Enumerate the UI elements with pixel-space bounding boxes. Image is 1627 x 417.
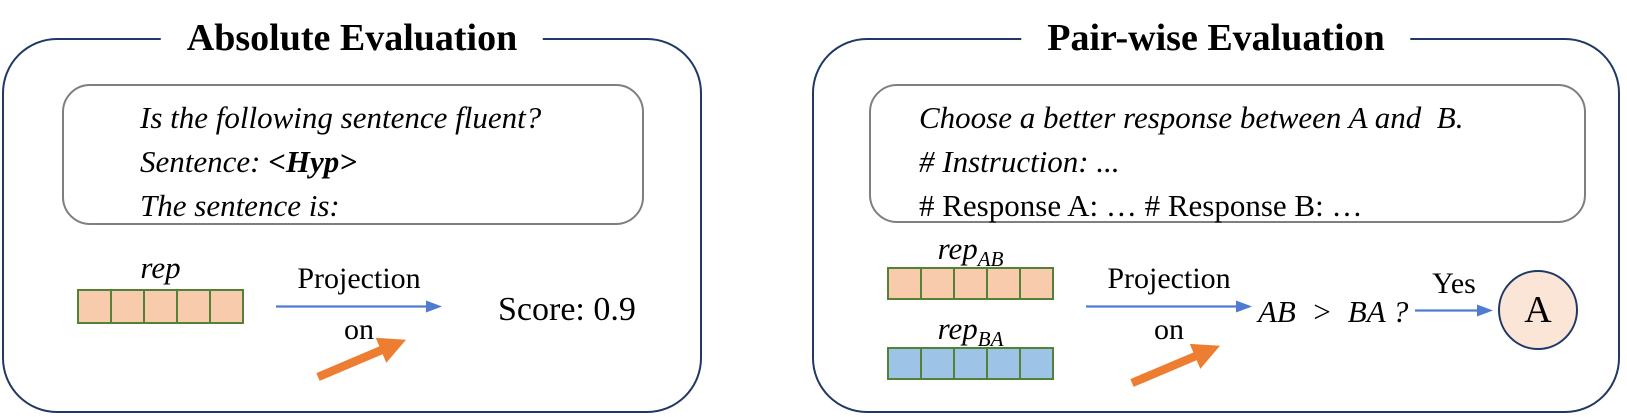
- projection-arrow-icon: [276, 300, 442, 313]
- vector-cell: [920, 267, 955, 300]
- prompt-box-pairwise: Choose a better response between A and B…: [869, 84, 1586, 223]
- vector-cell: [1019, 267, 1054, 300]
- projection-step: Projection on: [276, 262, 442, 346]
- emphasis-arrow-icon: [1130, 343, 1221, 387]
- vector-cell: [986, 267, 1021, 300]
- rep-ab-base: rep: [937, 231, 978, 266]
- prompt-line: Is the following sentence fluent?: [140, 100, 542, 135]
- emphasis-arrow-icon: [316, 337, 407, 381]
- rep-ba-vector: [887, 347, 1054, 380]
- vector-cell: [953, 347, 988, 380]
- vector-cell: [209, 289, 244, 324]
- rep-ba-base: rep: [937, 311, 978, 346]
- projection-arrow-icon: [1086, 300, 1252, 313]
- vector-cell: [887, 267, 922, 300]
- rep-ba-vector-label: repBA: [887, 312, 1054, 356]
- vector-cell: [986, 347, 1021, 380]
- yes-label: Yes: [1432, 267, 1476, 300]
- answer-node: A: [1498, 270, 1578, 350]
- prompt-line: # Instruction: ...: [919, 144, 1120, 179]
- yes-step: Yes: [1415, 268, 1493, 318]
- panel-title-absolute: Absolute Evaluation: [160, 14, 544, 62]
- projection-on-label: on: [1154, 313, 1184, 346]
- absolute-evaluation-panel: Absolute Evaluation Is the following sen…: [2, 14, 702, 413]
- panel-title-pairwise: Pair-wise Evaluation: [1021, 14, 1411, 62]
- vector-cell: [953, 267, 988, 300]
- vector-cell: [887, 347, 922, 380]
- projection-label: Projection: [1107, 262, 1231, 295]
- prompt-line: Choose a better response between A and B…: [919, 100, 1464, 135]
- vector-cell: [176, 289, 211, 324]
- rep-ab-vector: [887, 267, 1054, 300]
- projection-step: Projection on: [1086, 262, 1252, 346]
- rep-vector-label: rep: [140, 250, 181, 285]
- vector-cell: [77, 289, 112, 324]
- vector-cell: [920, 347, 955, 380]
- hyp-placeholder: <Hyp>: [268, 144, 357, 179]
- prompt-line: # Response A: … # Response B: …: [919, 188, 1363, 223]
- vector-cell: [1019, 347, 1054, 380]
- comparison-question: AB > BA ?: [1258, 294, 1409, 329]
- prompt-box-absolute: Is the following sentence fluent? Senten…: [62, 84, 644, 225]
- prompt-line: The sentence is:: [140, 188, 340, 223]
- projection-on-label: on: [344, 313, 374, 346]
- prompt-line: Sentence: <Hyp>: [140, 140, 642, 184]
- yes-arrow-icon: [1415, 304, 1493, 317]
- score-result: Score: 0.9: [498, 291, 636, 328]
- pairwise-evaluation-panel: Pair-wise Evaluation Choose a better res…: [812, 14, 1620, 413]
- projection-label: Projection: [297, 262, 421, 295]
- vector-cell: [143, 289, 178, 324]
- vector-cell: [110, 289, 145, 324]
- rep-vector: [77, 289, 244, 324]
- sentence-label: Sentence:: [140, 144, 269, 179]
